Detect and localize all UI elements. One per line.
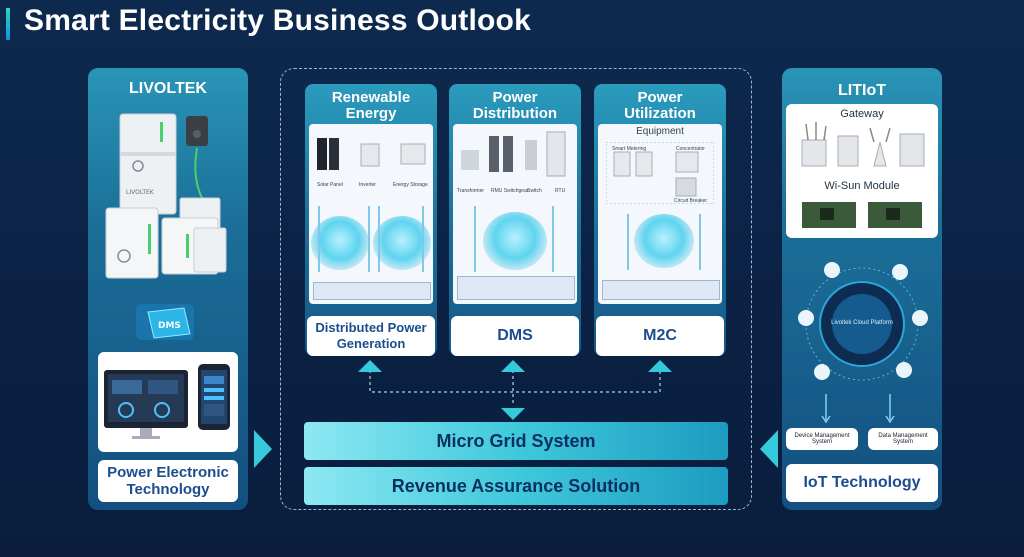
power-distribution-column: Power Distribution Transformer RMU Switc… (449, 84, 581, 356)
power-distribution-diagram: Transformer RMU Switchgear Switch RTU (453, 124, 577, 304)
distributed-power-generation-label: Distributed Power Generation (307, 316, 435, 356)
device-management-box: Device Management System (786, 428, 858, 450)
micro-grid-system-bar: Micro Grid System (304, 422, 728, 460)
hardware-box: Gateway Wi-Sun Module (786, 104, 938, 238)
renewable-energy-column: Renewable Energy Solar Panel Inverter En… (305, 84, 437, 356)
dms-badge-text: DMS (158, 321, 181, 331)
devices-box (98, 352, 238, 452)
item-label: Solar Panel (317, 182, 343, 188)
platform-text: Livoltek Cloud Platform (831, 320, 893, 326)
item-label: Smart Metering (612, 146, 647, 152)
item-label: Circuit Breaker (674, 198, 708, 204)
equipment-header: Equipment (636, 126, 684, 137)
livoltek-brand: LIVOLTEK (129, 80, 207, 97)
m2c-label: M2C (596, 316, 724, 356)
iot-platform-image (798, 262, 928, 381)
litiot-panel: LITIoT Gateway Wi-Sun Module Livoltek Cl… (782, 68, 942, 510)
dms-label: DMS (451, 316, 579, 356)
power-utilization-title: Power Utilization (624, 89, 696, 122)
wisun-module-image (802, 202, 922, 228)
item-label: Concentrator (676, 146, 705, 152)
connector-arrows (358, 360, 672, 420)
distribution-assets-image (461, 131, 566, 177)
renewable-energy-title: Renewable Energy (331, 89, 411, 122)
gateway-image (801, 122, 925, 167)
power-electronic-label: Power Electronic Technology (98, 460, 238, 502)
flow-arrows-icon (318, 206, 424, 272)
cloud-icon (373, 216, 431, 270)
center-dashed-frame (280, 68, 752, 510)
livoltek-panel: LIVOLTEK LIVOLTEK DMS (88, 68, 248, 510)
down-arrows-icon (821, 394, 895, 424)
power-utilization-diagram: Equipment Smart Metering Concentrator Ci… (598, 124, 722, 304)
iot-technology-label: IoT Technology (786, 464, 938, 502)
power-distribution-title: Power Distribution (472, 89, 558, 122)
data-table (602, 280, 720, 300)
data-table (313, 282, 431, 300)
litiot-brand: LITIoT (838, 82, 886, 99)
item-label: RMU Switchgear (491, 188, 529, 194)
right-arrow-icon (760, 430, 778, 468)
cloud-icon (634, 214, 694, 268)
module-label: Wi-Sun Module (824, 180, 900, 192)
item-label: Switch (527, 188, 542, 194)
page-title: Smart Electricity Business Outlook (24, 4, 531, 37)
gateway-label: Gateway (840, 108, 884, 120)
energy-products-image: LIVOLTEK DMS (105, 113, 227, 340)
item-label: Energy Storage (393, 182, 428, 188)
data-management-box: Data Management System (868, 428, 938, 450)
flow-arrows-icon (474, 206, 554, 272)
cloud-icon (311, 216, 369, 270)
revenue-assurance-bar: Revenue Assurance Solution (304, 467, 728, 505)
flow-arrows-icon (627, 214, 701, 270)
product-logo-text: LIVOLTEK (126, 189, 155, 196)
monitor-app-image (104, 364, 230, 439)
title-accent-bar (6, 8, 10, 40)
renewable-assets-image (317, 138, 426, 170)
cloud-icon (483, 212, 547, 270)
item-label: RTU (555, 188, 566, 194)
data-table (457, 276, 575, 300)
renewable-energy-diagram: Solar Panel Inverter Energy Storage (309, 124, 433, 304)
left-arrow-icon (254, 430, 272, 468)
item-label: Inverter (359, 182, 376, 188)
item-label: Transformer (457, 188, 485, 194)
equipment-image (606, 142, 714, 204)
power-utilization-column: Power Utilization Equipment Smart Meteri… (594, 84, 726, 356)
